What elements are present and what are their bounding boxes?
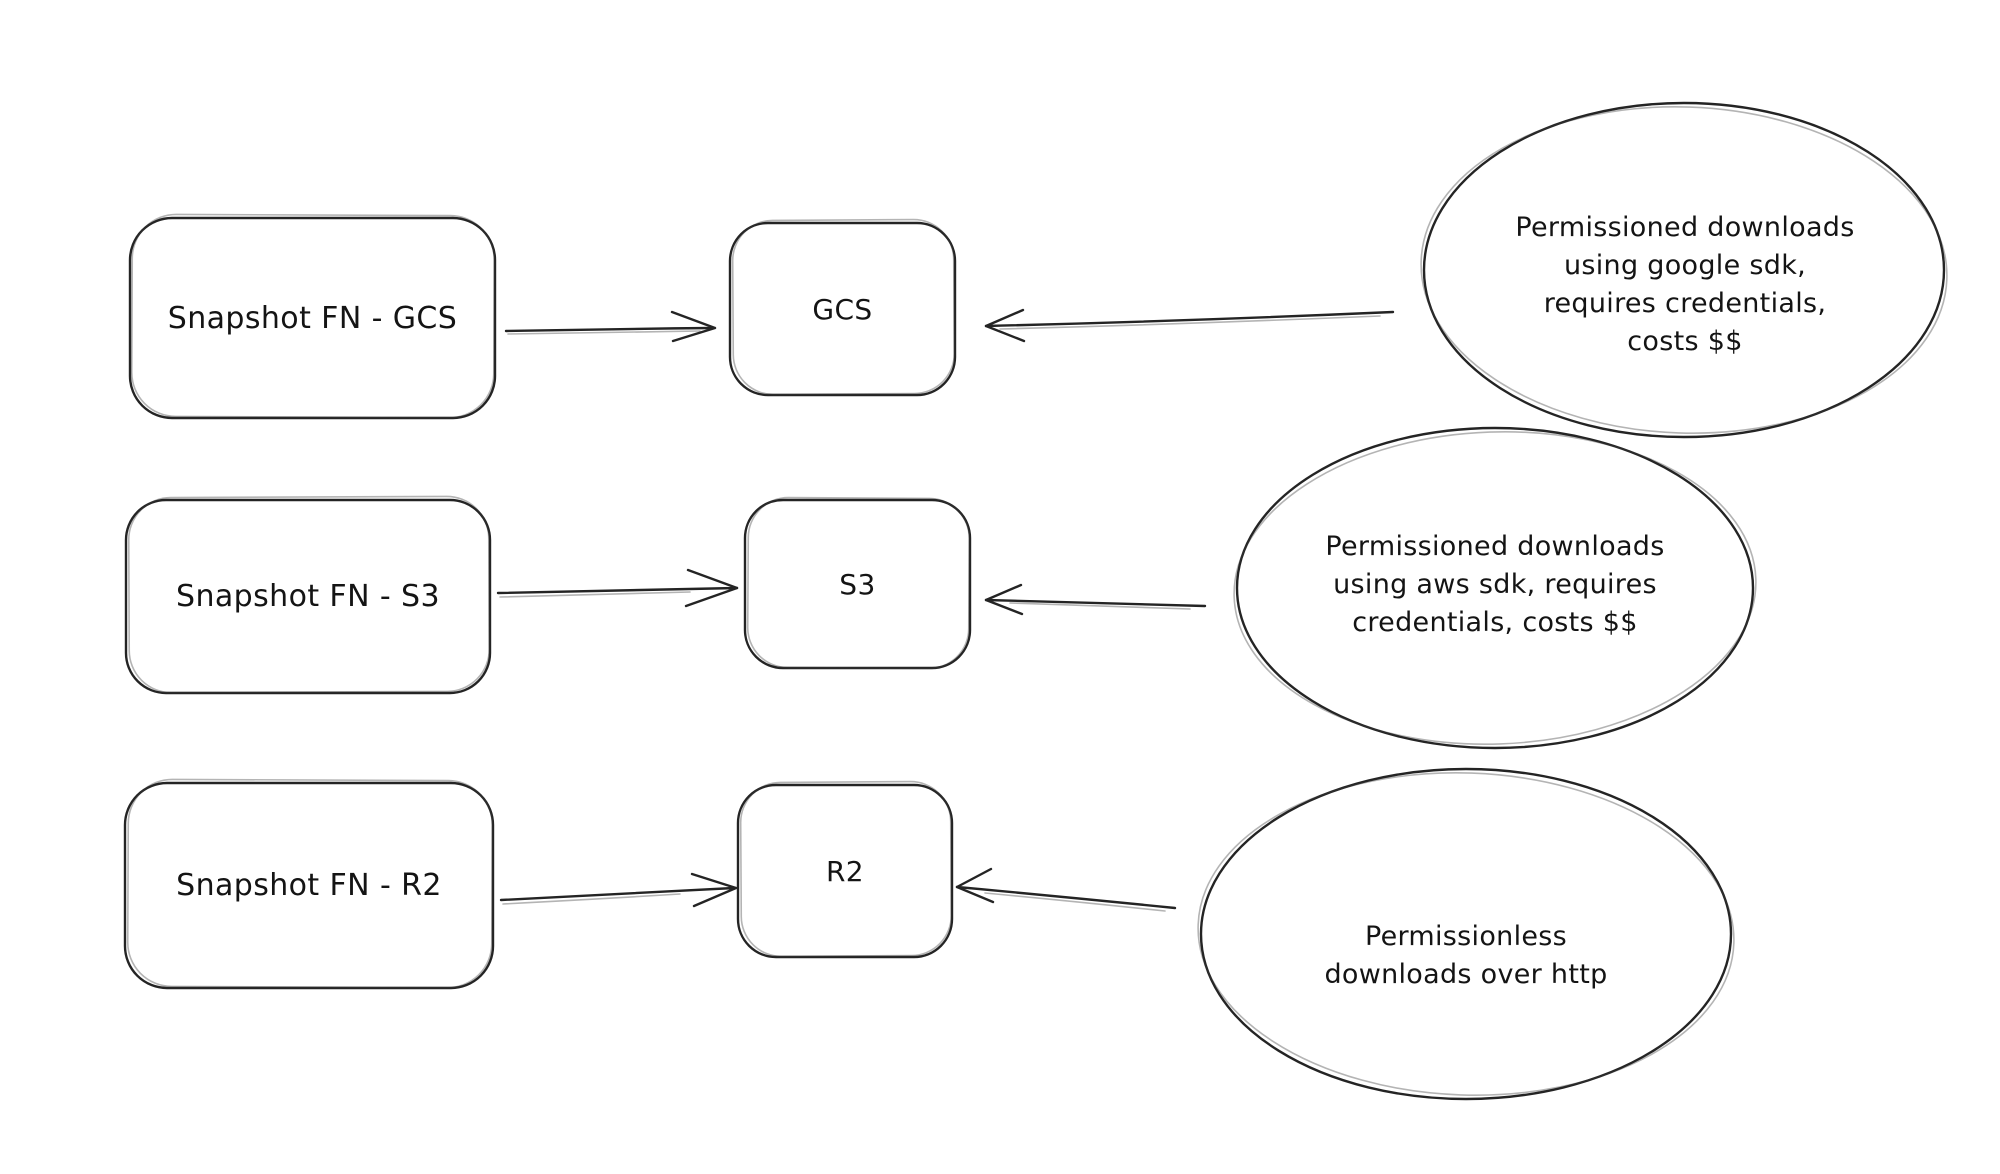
target-box-r2-echo xyxy=(739,780,953,958)
ellipse-note-gcs xyxy=(1420,101,1948,439)
arrow-snapshot-to-r2-shaft-echo xyxy=(502,893,681,905)
arrow-note-to-r2-head xyxy=(955,867,995,904)
arrow-snapshot-to-gcs-head xyxy=(670,310,717,343)
target-box-gcs-echo xyxy=(731,218,956,396)
source-box-s3-echo xyxy=(127,495,491,694)
arrow-note-to-s3-shaft-echo xyxy=(1009,602,1191,610)
arrow-note-to-r2-shaft-echo xyxy=(984,892,1166,912)
arrow-snapshot-to-s3 xyxy=(496,568,739,608)
target-box-gcs xyxy=(728,218,957,397)
source-box-r2-outline xyxy=(123,781,495,990)
target-box-gcs-outline xyxy=(728,221,957,397)
source-box-s3-outline xyxy=(124,498,492,695)
arrow-snapshot-to-gcs-shaft xyxy=(504,326,715,333)
arrow-note-to-r2 xyxy=(955,867,1177,912)
target-box-s3-echo xyxy=(746,496,971,670)
source-box-r2 xyxy=(123,778,495,990)
arrow-snapshot-to-r2-shaft xyxy=(499,886,736,902)
ellipse-note-s3-echo xyxy=(1233,431,1757,745)
source-box-gcs xyxy=(128,213,497,420)
arrow-snapshot-to-r2 xyxy=(499,872,738,908)
source-box-s3 xyxy=(124,495,492,695)
ellipse-note-s3 xyxy=(1233,426,1757,750)
arrow-snapshot-to-s3-shaft-echo xyxy=(499,591,691,598)
arrow-snapshot-to-gcs-shaft-echo xyxy=(507,330,701,335)
ellipse-note-r2-outline xyxy=(1199,767,1733,1101)
arrow-note-to-r2-shaft xyxy=(955,885,1177,910)
arrow-snapshot-to-s3-shaft xyxy=(496,586,739,595)
target-box-r2 xyxy=(736,780,954,959)
target-box-s3 xyxy=(743,496,972,670)
arrow-snapshot-to-gcs xyxy=(504,310,717,343)
arrow-note-to-gcs xyxy=(984,308,1395,343)
ellipse-note-r2 xyxy=(1197,767,1735,1101)
source-box-gcs-outline xyxy=(128,216,497,420)
arrow-note-to-gcs-shaft xyxy=(984,310,1395,328)
source-box-r2-echo xyxy=(126,778,494,989)
ellipse-note-r2-echo xyxy=(1197,772,1735,1096)
source-box-gcs-echo xyxy=(130,213,496,419)
target-box-s3-outline xyxy=(743,498,972,670)
arrow-note-to-s3 xyxy=(984,583,1207,616)
target-box-r2-outline xyxy=(736,783,954,959)
arrow-note-to-gcs-shaft-echo xyxy=(999,315,1381,330)
arrow-note-to-gcs-head xyxy=(984,308,1026,343)
ellipse-note-gcs-outline xyxy=(1422,101,1946,439)
arrow-snapshot-to-s3-head xyxy=(684,568,739,608)
arrow-note-to-s3-shaft xyxy=(984,598,1207,608)
ellipse-note-s3-outline xyxy=(1235,426,1755,750)
ellipse-note-gcs-echo xyxy=(1420,106,1948,434)
arrow-note-to-s3-head xyxy=(984,583,1024,616)
arrow-snapshot-to-r2-head xyxy=(690,872,738,908)
